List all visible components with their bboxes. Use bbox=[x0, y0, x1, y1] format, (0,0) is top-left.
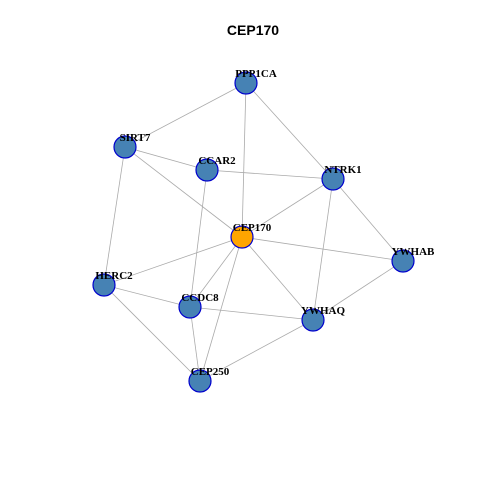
edge-ntrk1-ywhaq bbox=[312, 178, 334, 321]
edge-ntrk1-ywhab bbox=[332, 178, 404, 262]
node-sirt7 bbox=[113, 135, 137, 159]
edge-cep170-ywhaq bbox=[241, 236, 314, 321]
node-label-ywhaq: YWHAQ bbox=[301, 305, 345, 317]
node-label-ccar2: CCAR2 bbox=[198, 155, 236, 167]
edge-cep170-cep250 bbox=[199, 236, 243, 382]
node-label-ywhab: YWHAB bbox=[392, 246, 435, 258]
edge-cep170-ywhab bbox=[241, 236, 404, 262]
graph-title: CEP170 bbox=[227, 22, 279, 38]
node-ntrk1 bbox=[321, 167, 345, 191]
node-cep170 bbox=[230, 225, 254, 249]
node-label-ppp1ca: PPP1CA bbox=[235, 68, 277, 80]
node-label-sirt7: SIRT7 bbox=[120, 132, 151, 144]
edge-ywhaq-cep250 bbox=[199, 319, 314, 382]
edge-cep170-herc2 bbox=[103, 236, 243, 286]
node-herc2 bbox=[92, 273, 116, 297]
node-label-cep250: CEP250 bbox=[191, 366, 230, 378]
nodes-layer bbox=[92, 71, 415, 393]
edge-cep170-ccdc8 bbox=[189, 236, 243, 308]
node-ywhab bbox=[391, 249, 415, 273]
edge-ppp1ca-ntrk1 bbox=[245, 82, 334, 180]
edge-ntrk1-cep170 bbox=[241, 178, 334, 238]
node-label-ccdc8: CCDC8 bbox=[181, 292, 219, 304]
node-label-herc2: HERC2 bbox=[95, 270, 133, 282]
edge-ppp1ca-sirt7 bbox=[124, 82, 247, 148]
edge-sirt7-cep170 bbox=[124, 146, 243, 238]
node-cep250 bbox=[188, 369, 212, 393]
edge-sirt7-ccar2 bbox=[124, 146, 208, 171]
edge-ywhab-ywhaq bbox=[312, 260, 404, 321]
edges-layer bbox=[103, 82, 404, 382]
node-ppp1ca bbox=[234, 71, 258, 95]
edge-sirt7-herc2 bbox=[103, 146, 126, 286]
edge-ccdc8-ywhaq bbox=[189, 306, 314, 321]
node-ccdc8 bbox=[178, 295, 202, 319]
edge-ccar2-ccdc8 bbox=[189, 169, 208, 308]
node-label-cep170: CEP170 bbox=[233, 222, 272, 234]
edge-ccdc8-cep250 bbox=[189, 306, 201, 382]
edge-herc2-ccdc8 bbox=[103, 284, 191, 308]
edge-ccar2-ntrk1 bbox=[206, 169, 334, 180]
node-label-ntrk1: NTRK1 bbox=[324, 164, 361, 176]
node-ywhaq bbox=[301, 308, 325, 332]
edge-ppp1ca-cep170 bbox=[241, 82, 247, 238]
edge-herc2-cep250 bbox=[103, 284, 201, 382]
node-ccar2 bbox=[195, 158, 219, 182]
